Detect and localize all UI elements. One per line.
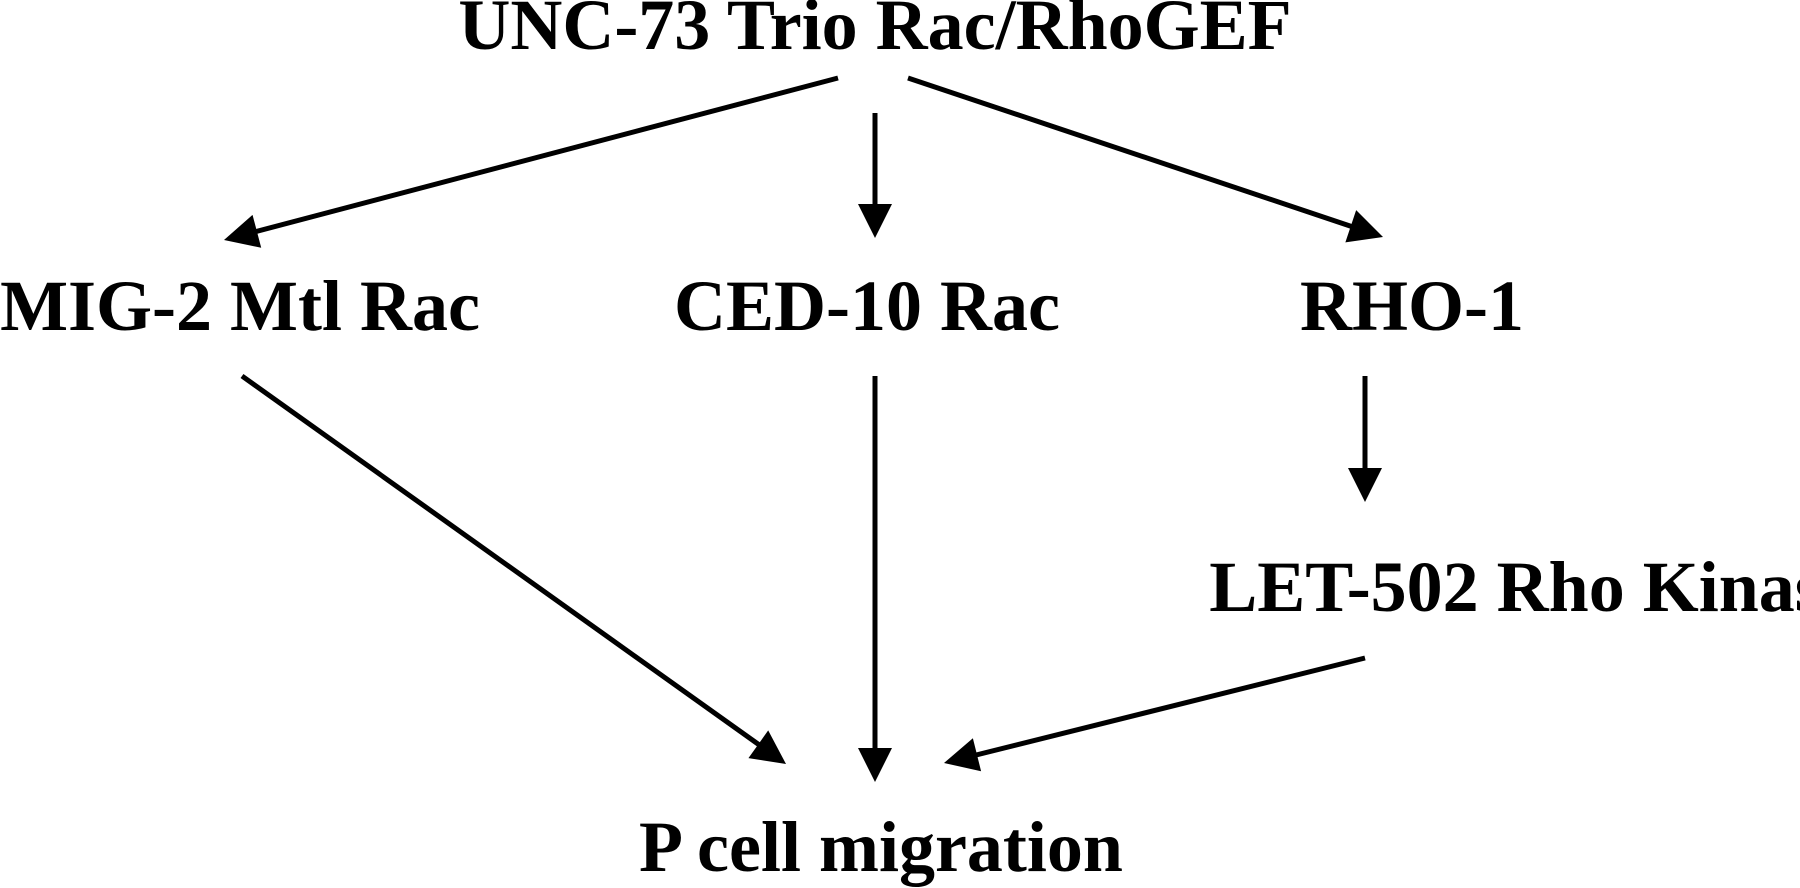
arrowhead-mig2-to-pcell bbox=[748, 730, 786, 764]
node-unc73: UNC-73 Trio Rac/RhoGEF bbox=[458, 0, 1291, 65]
edges-layer bbox=[224, 75, 1383, 782]
arrowhead-let502-to-pcell bbox=[944, 738, 982, 772]
edge-unc73-to-rho1 bbox=[907, 75, 1356, 230]
node-pcell: P cell migration bbox=[639, 807, 1123, 887]
arrowhead-unc73-to-rho1 bbox=[1345, 210, 1383, 243]
arrowhead-unc73-to-ced10 bbox=[858, 204, 892, 238]
edge-mig2-to-pcell bbox=[240, 373, 764, 749]
arrowhead-rho1-to-let502 bbox=[1348, 468, 1382, 502]
node-rho1: RHO-1 bbox=[1300, 266, 1524, 346]
edge-let502-to-pcell bbox=[972, 655, 1366, 759]
node-mig2: MIG-2 Mtl Rac bbox=[0, 266, 480, 346]
arrowhead-unc73-to-mig2 bbox=[224, 214, 262, 248]
edge-unc73-to-mig2 bbox=[252, 75, 839, 235]
node-let502: LET-502 Rho Kinase bbox=[1209, 547, 1800, 627]
node-ced10: CED-10 Rac bbox=[674, 266, 1060, 346]
arrowhead-ced10-to-pcell bbox=[858, 748, 892, 782]
